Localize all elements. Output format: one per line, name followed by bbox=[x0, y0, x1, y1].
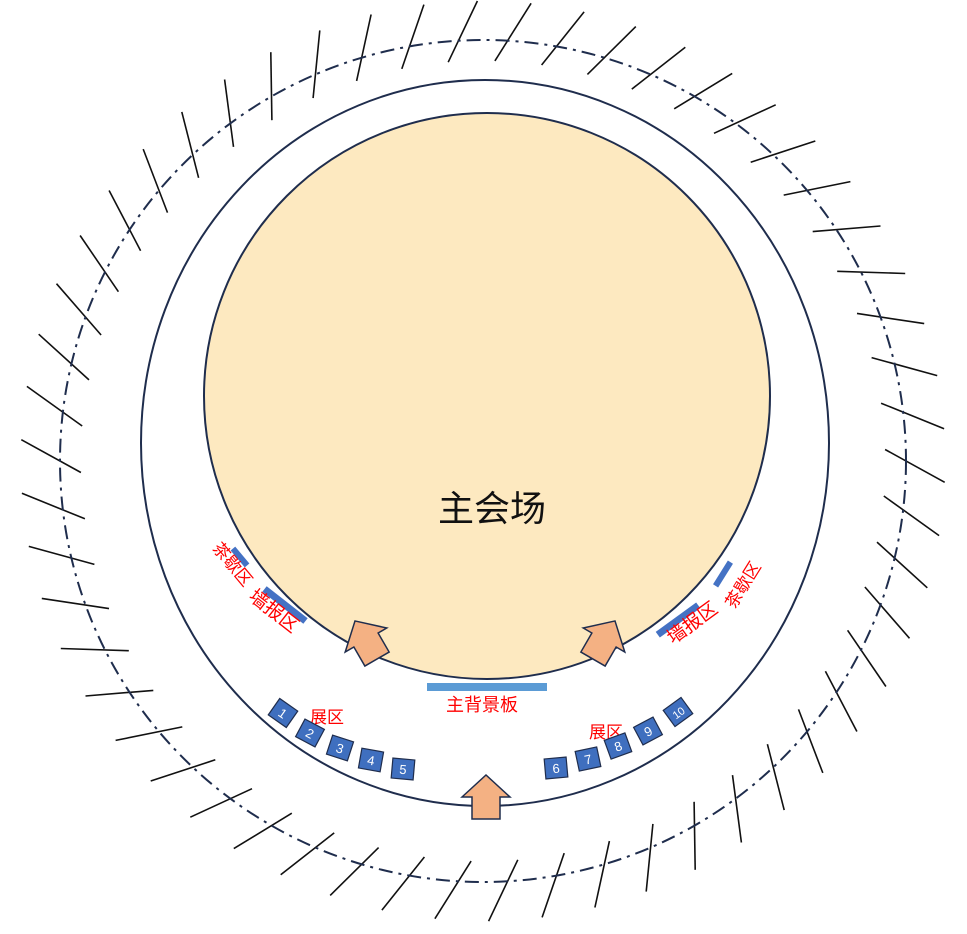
hatch-line bbox=[673, 72, 733, 110]
hatch-line bbox=[85, 689, 154, 697]
hatch-line bbox=[150, 759, 216, 782]
hatch-line bbox=[434, 860, 472, 920]
main-backdrop-bar bbox=[427, 683, 547, 691]
booth-box bbox=[294, 718, 326, 748]
hatch-line bbox=[884, 448, 946, 484]
hatch-line bbox=[783, 180, 851, 196]
exhibit-booth: 3 bbox=[325, 734, 355, 762]
hatch-line bbox=[21, 492, 86, 520]
right-tea-break-bar bbox=[713, 560, 733, 588]
hatch-line bbox=[447, 0, 479, 63]
booth-number: 6 bbox=[552, 761, 561, 777]
hatch-line bbox=[645, 823, 654, 892]
hatch-line bbox=[713, 104, 777, 135]
hatch-line bbox=[26, 385, 83, 427]
main-backdrop-label: 主背景板 bbox=[446, 695, 518, 716]
booth-number: 4 bbox=[366, 752, 376, 768]
exhibit-booth: 1 bbox=[267, 697, 299, 729]
hatch-line bbox=[115, 726, 183, 742]
main-hall-circle bbox=[203, 112, 771, 680]
hatch-line bbox=[494, 2, 532, 62]
hatch-line bbox=[871, 356, 938, 377]
exhibit-booth: 9 bbox=[632, 716, 664, 746]
hatch-line bbox=[837, 270, 906, 275]
hatch-line bbox=[750, 140, 816, 163]
booth-number: 3 bbox=[334, 740, 346, 757]
hatch-line bbox=[880, 402, 945, 430]
hatch-line bbox=[586, 26, 637, 75]
left-poster-bar bbox=[262, 586, 308, 624]
entrance-arrow-right bbox=[579, 620, 627, 668]
hatch-line bbox=[797, 709, 824, 774]
exhibit-booths: 123 4 5 6 7 89 10 bbox=[267, 696, 694, 781]
hatch-line bbox=[142, 148, 169, 213]
exhibit-booth: 6 bbox=[543, 756, 569, 780]
hatch-line bbox=[181, 111, 200, 178]
exhibit-booth: 2 bbox=[294, 718, 326, 748]
hatch-line bbox=[38, 333, 90, 381]
booth-box bbox=[357, 747, 385, 773]
outer-hatching bbox=[20, 0, 946, 922]
hatch-line bbox=[812, 225, 881, 233]
hatch-line bbox=[401, 4, 425, 70]
hatch-line bbox=[329, 847, 380, 896]
booth-box bbox=[267, 697, 299, 729]
hatch-line bbox=[20, 438, 82, 474]
exhibit-booth: 5 bbox=[390, 757, 416, 781]
entrance-arrow-bottom bbox=[460, 773, 512, 820]
exhibit-booth: 10 bbox=[662, 696, 694, 728]
exhibit-booth: 4 bbox=[357, 747, 385, 773]
hatch-line bbox=[824, 670, 858, 732]
booth-box bbox=[325, 734, 355, 762]
hatch-line bbox=[280, 832, 335, 876]
booth-number: 5 bbox=[399, 762, 408, 778]
right-poster-bar bbox=[655, 602, 701, 638]
hatch-line bbox=[766, 744, 785, 811]
booth-number: 10 bbox=[671, 705, 688, 722]
exhibit-booth: 7 bbox=[574, 746, 602, 772]
hatch-line bbox=[856, 312, 925, 325]
hatch-line bbox=[883, 495, 940, 537]
hatch-line bbox=[731, 774, 743, 843]
left-tea-break-bar bbox=[230, 546, 250, 568]
hatch-line bbox=[876, 541, 928, 589]
exhibit-booth: 8 bbox=[603, 732, 633, 760]
main-hall-label: 主会场 bbox=[438, 489, 546, 530]
hatch-line bbox=[355, 14, 372, 82]
booth-box bbox=[574, 746, 602, 772]
hatch-line bbox=[381, 856, 426, 911]
hatch-line bbox=[108, 190, 142, 252]
exhibit-area-left-label: 展区 bbox=[310, 708, 344, 728]
hatch-line bbox=[693, 801, 696, 870]
hatch-line bbox=[28, 545, 95, 566]
booth-number: 8 bbox=[612, 738, 624, 755]
booth-box bbox=[632, 716, 664, 746]
hatch-line bbox=[233, 812, 293, 850]
hatch-line bbox=[864, 586, 911, 639]
hatch-line bbox=[312, 30, 321, 99]
hatch-line bbox=[223, 79, 235, 148]
hatch-line bbox=[60, 647, 129, 652]
hatch-line bbox=[55, 283, 102, 336]
hatch-line bbox=[189, 787, 253, 818]
hatch-line bbox=[631, 46, 686, 90]
booth-box bbox=[603, 732, 633, 760]
hatch-line bbox=[79, 235, 120, 293]
hatch-line bbox=[541, 852, 565, 918]
outer-boundary-dashdot bbox=[59, 39, 907, 883]
hatch-line bbox=[270, 52, 273, 121]
hatch-line bbox=[487, 859, 519, 922]
booth-box bbox=[543, 756, 569, 780]
booth-box bbox=[390, 757, 416, 781]
booth-number: 7 bbox=[583, 751, 593, 767]
hatch-line bbox=[41, 597, 110, 610]
entrance-arrow-left bbox=[343, 620, 391, 668]
hatch-line bbox=[540, 11, 585, 66]
hatch-line bbox=[594, 840, 611, 908]
hatch-line bbox=[846, 629, 887, 687]
booth-box bbox=[662, 696, 694, 728]
